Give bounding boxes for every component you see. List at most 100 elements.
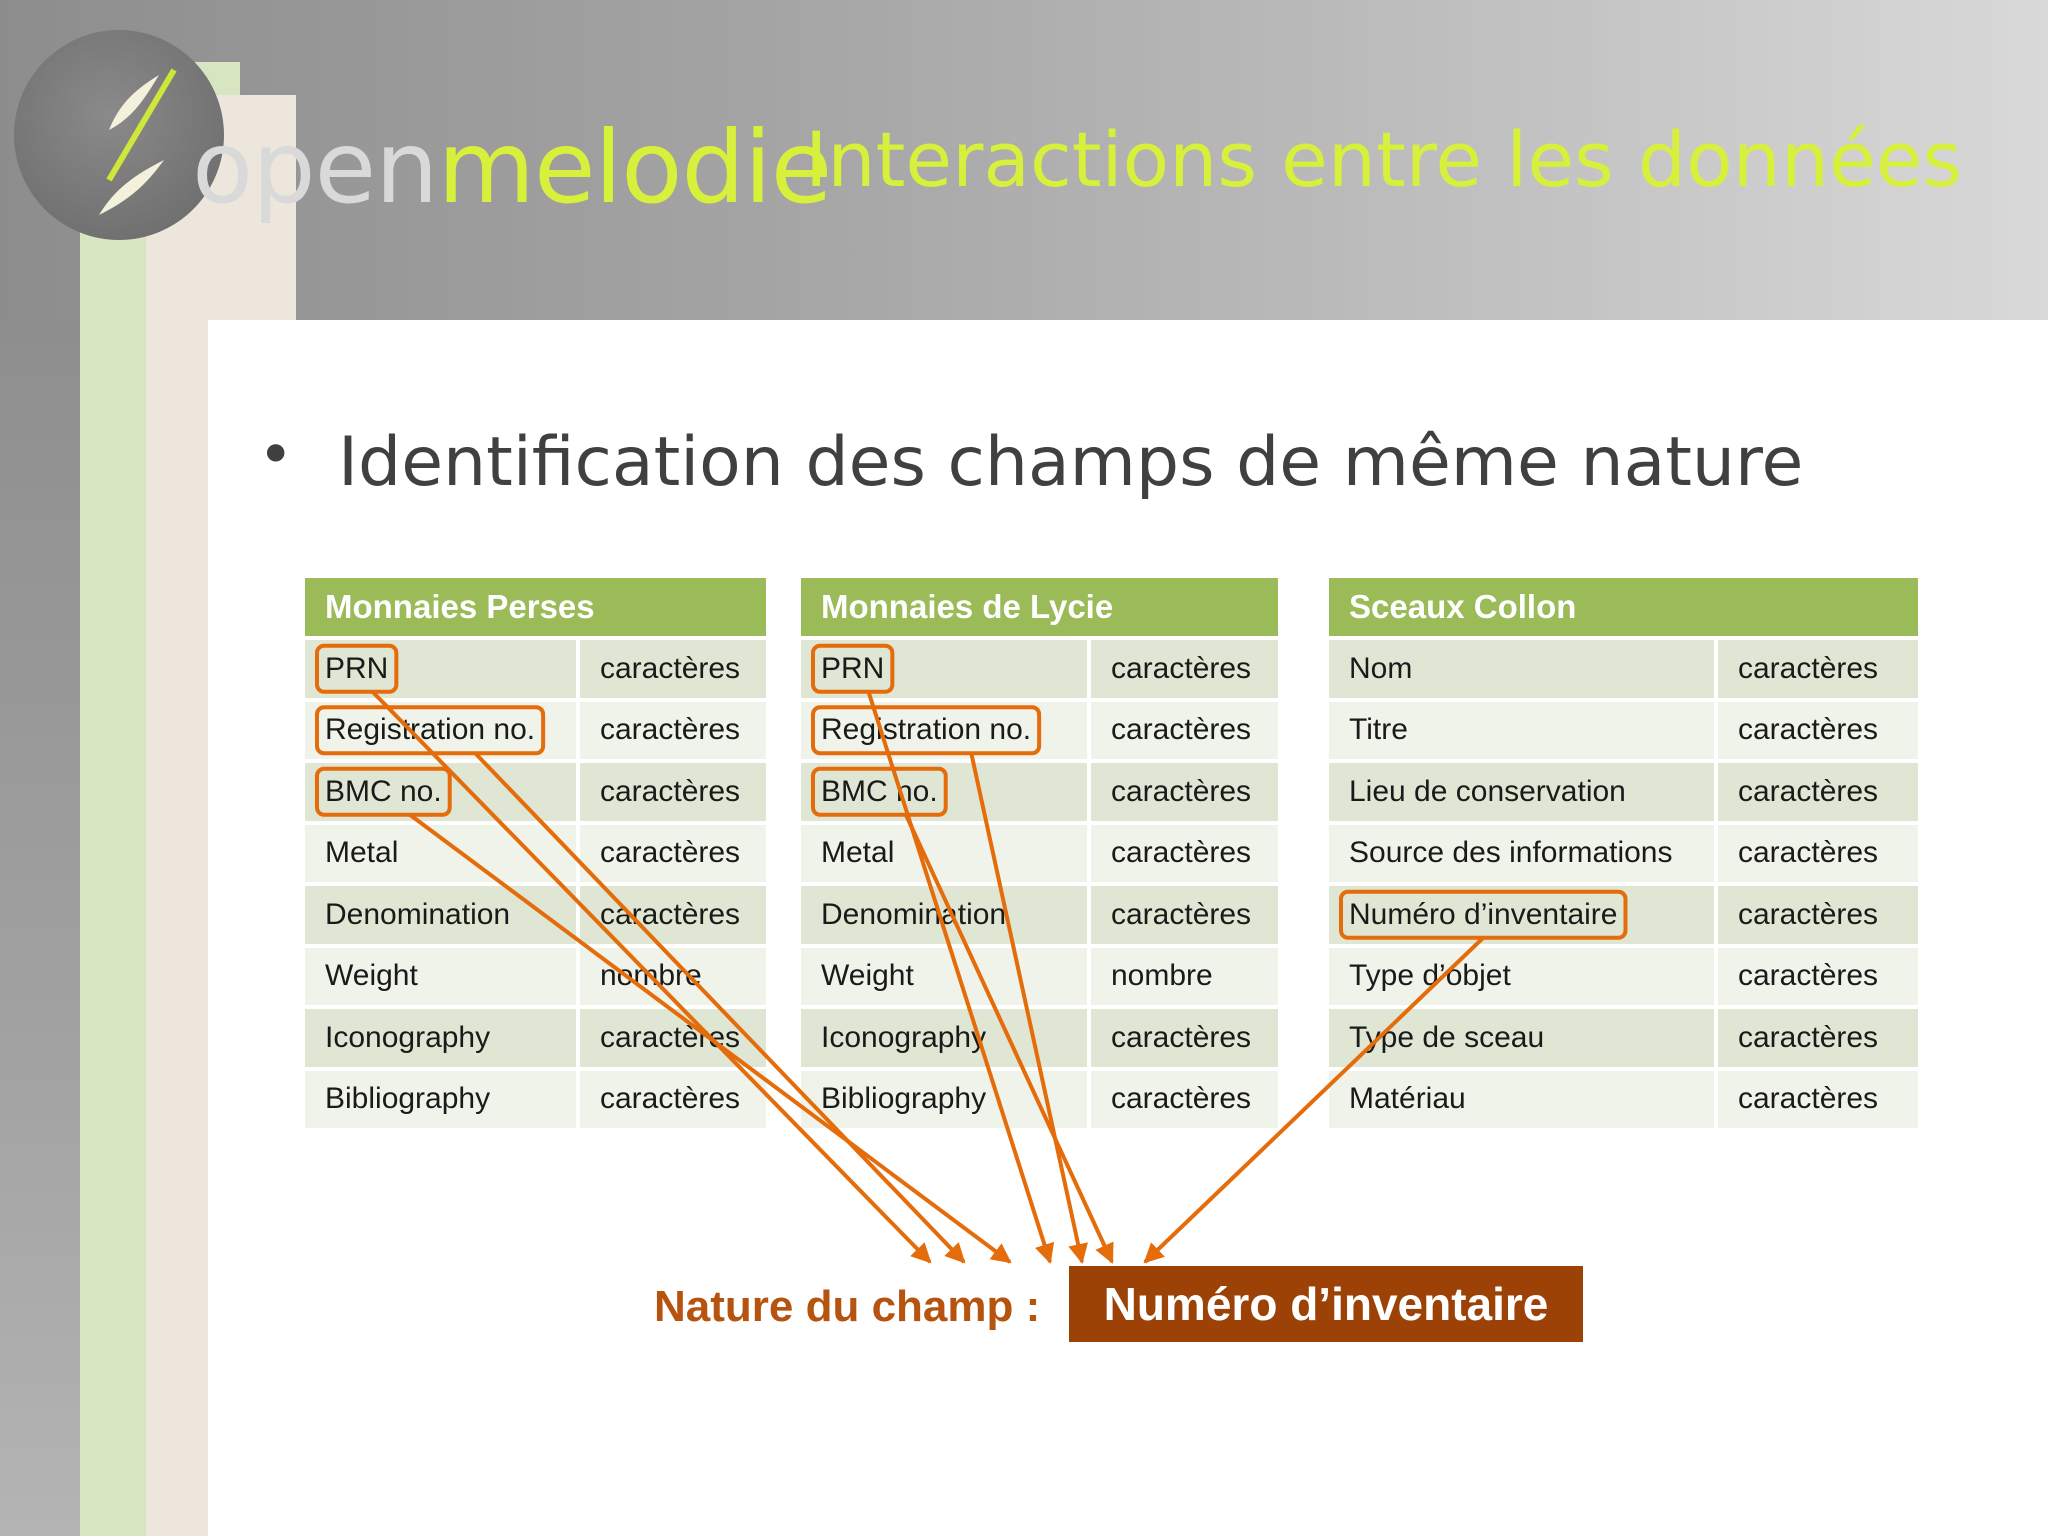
- field-type: caractères: [1738, 651, 1879, 685]
- field-type-cell: caractères: [576, 701, 766, 759]
- field-name-cell: Lieu de conservation: [1329, 763, 1714, 821]
- field-name: Numéro d’inventaire: [1349, 897, 1618, 931]
- field-type-cell: caractères: [1714, 640, 1918, 698]
- field-type: caractères: [1738, 897, 1879, 931]
- table-row: Registration no. caractères: [801, 701, 1278, 763]
- table-header: Monnaies de Lycie: [801, 578, 1278, 640]
- field-type-cell: caractères: [1087, 640, 1278, 698]
- field-name-cell: Metal: [801, 824, 1087, 882]
- field-name: Matériau: [1349, 1082, 1466, 1116]
- field-type-cell: caractères: [576, 1070, 766, 1128]
- field-name: PRN: [821, 651, 885, 685]
- field-type-cell: nombre: [576, 947, 766, 1005]
- field-name-cell: Weight: [801, 947, 1087, 1005]
- field-name-cell: Matériau: [1329, 1070, 1714, 1128]
- field-name: Iconography: [325, 1020, 491, 1054]
- field-name-cell: Iconography: [801, 1009, 1087, 1067]
- field-name: BMC no.: [821, 774, 938, 808]
- field-name-cell: Source des informations: [1329, 824, 1714, 882]
- bullet-icon: •: [258, 420, 294, 490]
- table-row: Bibliography caractères: [801, 1070, 1278, 1132]
- field-name: Metal: [821, 836, 895, 870]
- field-type: caractères: [1111, 713, 1252, 747]
- table-row: Type d’objet caractères: [1329, 947, 1918, 1009]
- field-name: Titre: [1349, 713, 1408, 747]
- table-row: Matériau caractères: [1329, 1070, 1918, 1132]
- field-type-cell: caractères: [1087, 763, 1278, 821]
- field-name: PRN: [325, 651, 389, 685]
- field-name-cell: Weight: [305, 947, 576, 1005]
- table-row: Type de sceau caractères: [1329, 1009, 1918, 1071]
- field-name: Lieu de conservation: [1349, 774, 1626, 808]
- field-name: Metal: [325, 836, 399, 870]
- field-type-cell: caractères: [576, 886, 766, 944]
- field-type-cell: caractères: [1087, 1070, 1278, 1128]
- slide-title: Interactions entre les données: [805, 115, 1963, 204]
- table-row: Weight nombre: [305, 947, 766, 1009]
- table-row: PRN caractères: [305, 640, 766, 702]
- logo-word-open: open: [192, 109, 439, 226]
- field-type-cell: caractères: [1714, 1009, 1918, 1067]
- field-type-cell: caractères: [1087, 701, 1278, 759]
- field-type-cell: caractères: [1087, 824, 1278, 882]
- field-name-cell: BMC no.: [305, 763, 576, 821]
- field-name: Nom: [1349, 651, 1413, 685]
- field-type: caractères: [600, 836, 741, 870]
- field-type: caractères: [1111, 897, 1252, 931]
- field-name: Type de sceau: [1349, 1020, 1545, 1054]
- field-name: Bibliography: [325, 1082, 491, 1116]
- field-type: caractères: [1111, 1082, 1252, 1116]
- field-name-cell: Iconography: [305, 1009, 576, 1067]
- table-row: Bibliography caractères: [305, 1070, 766, 1132]
- table-row: Titre caractères: [1329, 701, 1918, 763]
- table-row: Iconography caractères: [801, 1009, 1278, 1071]
- field-name-cell: PRN: [305, 640, 576, 698]
- field-name: Iconography: [821, 1020, 987, 1054]
- field-type: caractères: [600, 774, 741, 808]
- field-type: nombre: [1111, 959, 1213, 993]
- field-name-cell: Type d’objet: [1329, 947, 1714, 1005]
- field-type: caractères: [600, 897, 741, 931]
- field-name-cell: PRN: [801, 640, 1087, 698]
- field-type-cell: caractères: [1714, 701, 1918, 759]
- field-name-cell: Bibliography: [801, 1070, 1087, 1128]
- field-type-cell: caractères: [576, 640, 766, 698]
- bullet-text: Identification des champs de même nature: [338, 423, 1804, 502]
- table-row: Source des informations caractères: [1329, 824, 1918, 886]
- table-row: BMC no. caractères: [801, 763, 1278, 825]
- field-type-cell: caractères: [1714, 1070, 1918, 1128]
- field-name: Source des informations: [1349, 836, 1673, 870]
- table-row: Numéro d’inventaire caractères: [1329, 886, 1918, 948]
- field-type: caractères: [1111, 836, 1252, 870]
- footer-value-box: Numéro d’inventaire: [1069, 1266, 1583, 1342]
- field-name: Weight: [325, 959, 418, 993]
- field-type-cell: caractères: [1714, 824, 1918, 882]
- field-name-cell: Nom: [1329, 640, 1714, 698]
- field-type: caractères: [1738, 959, 1879, 993]
- field-type: caractères: [600, 1082, 741, 1116]
- field-name: BMC no.: [325, 774, 442, 808]
- field-name-cell: Bibliography: [305, 1070, 576, 1128]
- logo-emblem-icon: [14, 30, 224, 240]
- field-type-cell: caractères: [1087, 1009, 1278, 1067]
- field-type: caractères: [1111, 651, 1252, 685]
- table-row: Metal caractères: [305, 824, 766, 886]
- field-name: Registration no.: [325, 713, 536, 747]
- field-name-cell: Numéro d’inventaire: [1329, 886, 1714, 944]
- field-type: caractères: [600, 1020, 741, 1054]
- field-name-cell: Registration no.: [801, 701, 1087, 759]
- field-type-cell: nombre: [1087, 947, 1278, 1005]
- footer-label: Nature du champ :: [654, 1282, 1041, 1331]
- field-type-cell: caractères: [576, 763, 766, 821]
- field-type-cell: caractères: [576, 824, 766, 882]
- field-type-cell: caractères: [1714, 886, 1918, 944]
- field-name-cell: Registration no.: [305, 701, 576, 759]
- logo-word-melodie: melodie: [437, 109, 833, 226]
- field-type: caractères: [600, 713, 741, 747]
- table-row: BMC no. caractères: [305, 763, 766, 825]
- table-header: Sceaux Collon: [1329, 578, 1918, 640]
- field-type: caractères: [1738, 713, 1879, 747]
